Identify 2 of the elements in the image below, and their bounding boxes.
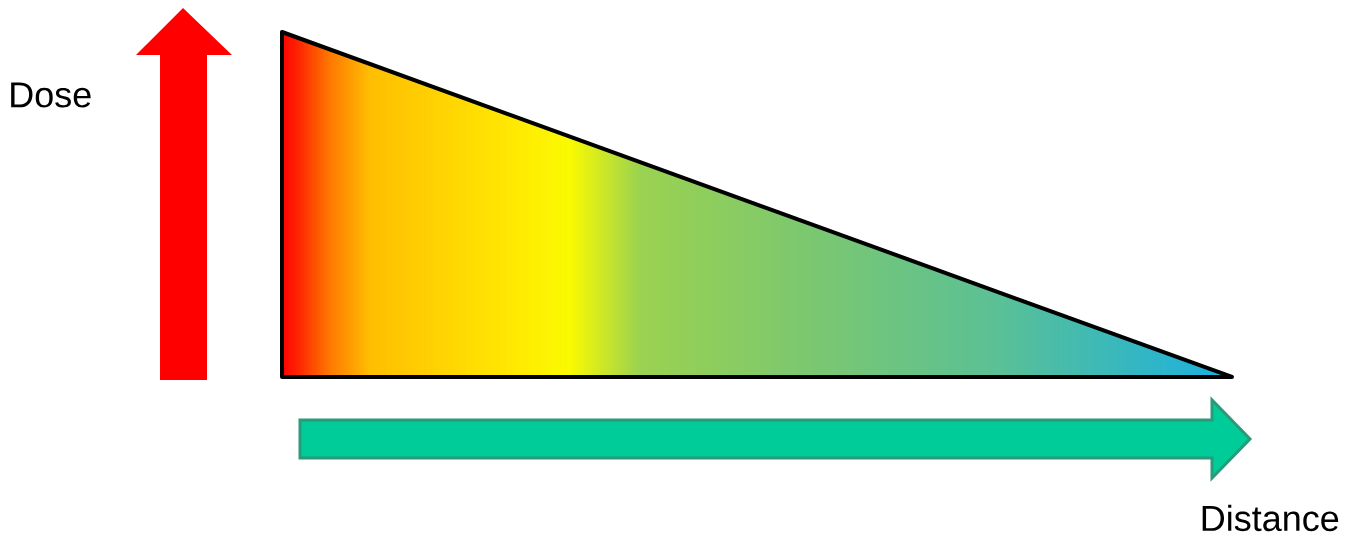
axis-label: Distance: [1202, 504, 1339, 532]
axis-label: Dose: [11, 82, 91, 108]
